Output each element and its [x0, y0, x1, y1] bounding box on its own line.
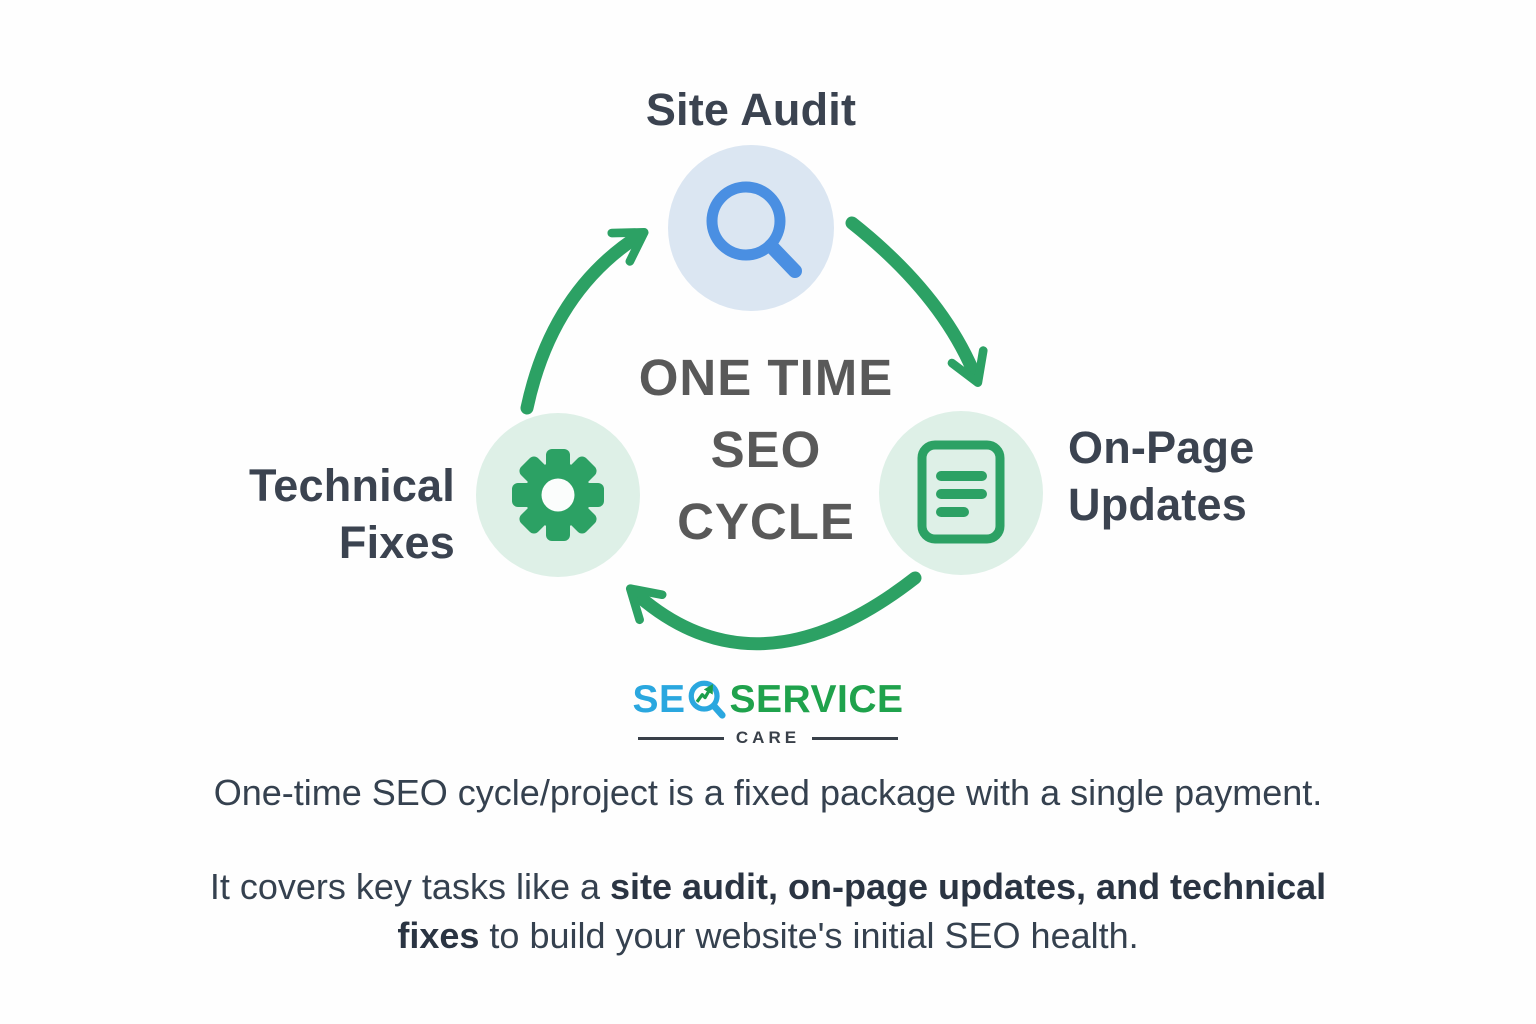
logo-care-text: CARE: [735, 728, 801, 747]
search-icon: [706, 181, 802, 278]
site-audit-label: Site Audit: [645, 84, 857, 135]
arrow-onpage-to-technical: [625, 571, 922, 651]
magnifier-growth-icon: [688, 680, 726, 719]
on-page-updates-circle: [879, 411, 1043, 575]
logo-care-row: CARE: [637, 728, 899, 748]
center-title-line-1: ONE TIME: [638, 349, 894, 406]
site-audit-circle: [668, 145, 834, 311]
description-line-1: One-time SEO cycle/project is a fixed pa…: [213, 772, 1323, 813]
care-left-divider: [637, 736, 724, 740]
description-line-2-bold-b: fixes: [397, 915, 480, 956]
logo: SE SERVICE CARE: [0, 676, 1536, 748]
logo-service-text: SERVICE: [729, 677, 904, 721]
description-line-2-suffix: to build your website's initial SEO heal…: [479, 915, 1139, 956]
care-right-divider: [812, 736, 899, 740]
logo-wordmark: SE SERVICE: [632, 676, 903, 722]
description-line-2-bold-a: site audit, on-page updates, and technic…: [610, 866, 1327, 907]
center-title-line-3: CYCLE: [677, 493, 855, 550]
technical-fixes-circle: [476, 413, 640, 577]
gear-icon: [512, 449, 604, 541]
center-title-line-2: SEO: [710, 421, 822, 478]
logo-se-text: SE: [632, 677, 686, 721]
description-line-2-prefix: It covers key tasks like a: [209, 866, 610, 907]
technical-fixes-label: Technical Fixes: [248, 460, 455, 568]
document-icon: [917, 440, 1005, 544]
on-page-updates-label: On-Page Updates: [1068, 422, 1255, 530]
center-title: ONE TIME SEO CYCLE: [600, 342, 932, 558]
description-line-2: It covers key tasks like a site audit, o…: [0, 862, 1536, 960]
